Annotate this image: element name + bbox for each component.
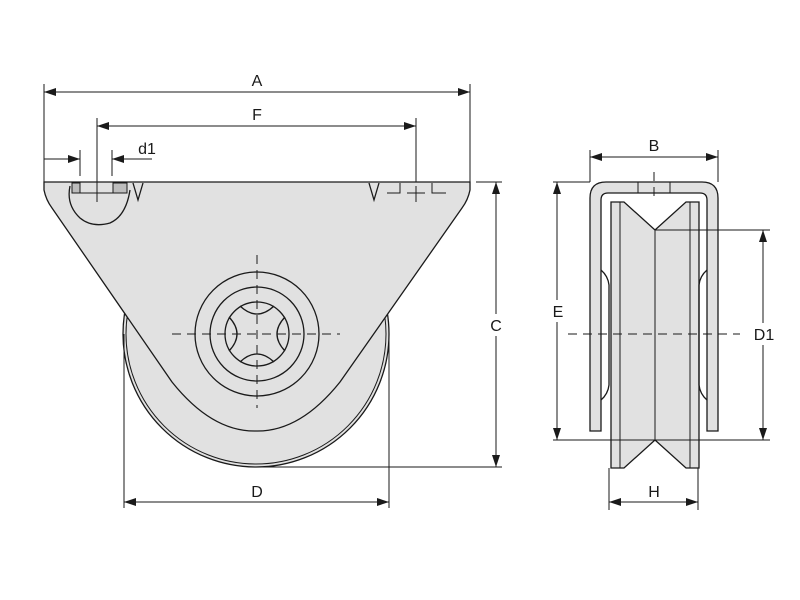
dim-B-label: B [649,138,660,155]
dim-D1-label: D1 [754,327,775,344]
hole-section-right [112,182,128,194]
dim-H-label: H [648,484,660,501]
dim-F-label: F [252,107,262,124]
dim-D-label: D [251,484,263,501]
front-view [43,180,471,468]
dim-C-label: C [490,318,502,335]
side-view [568,172,740,469]
dim-d1-label: d1 [138,141,156,158]
mounting-hole [68,185,131,226]
dim-A-label: A [252,73,263,90]
rivet-left [132,182,144,203]
bracket-side [589,181,719,432]
rivet-right [368,182,380,203]
hole-section-left [71,182,81,194]
dimensions: A F d1 C D B E D1 H [43,73,780,510]
dim-E-label: E [553,304,564,321]
